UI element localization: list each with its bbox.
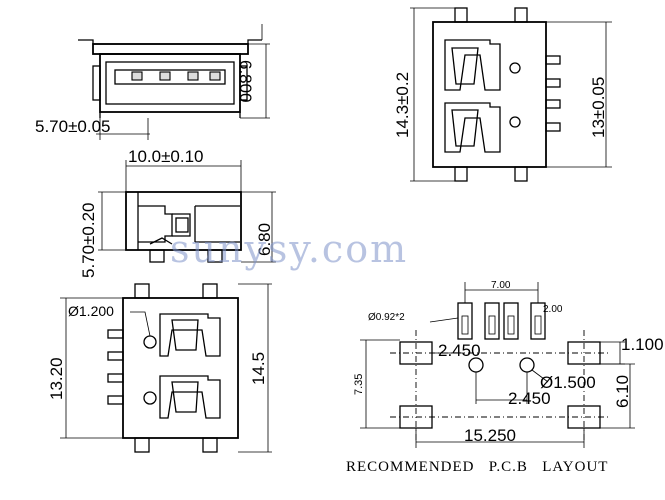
pcb-hole-label: Ø1.500	[540, 373, 596, 392]
top-right-outer-label: 14.3±0.2	[393, 72, 412, 138]
front-view	[78, 24, 270, 140]
top-right-view	[410, 7, 612, 182]
pcb-pitch-label: 7.00	[491, 280, 511, 291]
front-width-label: 5.70±0.05	[35, 117, 111, 136]
pcb-layout	[360, 282, 635, 448]
pcb-pin-width-label: 2.00	[543, 304, 563, 315]
bottom-hole-label: Ø1.200	[68, 303, 114, 319]
pcb-pad-height-label: 1.100	[621, 335, 664, 354]
side-right-height-label: 6.80	[255, 223, 274, 256]
pcb-width-label: 15.250	[464, 426, 516, 445]
bottom-left-label: 13.20	[47, 357, 66, 400]
bottom-view	[60, 283, 272, 453]
side-length-label: 10.0±0.10	[128, 147, 204, 166]
pcb-hole-offset-label: 2.450	[508, 389, 551, 408]
pcb-pin-offset-label: 2.450	[438, 341, 481, 360]
side-left-height-label: 5.70±0.20	[79, 202, 98, 278]
pcb-pin-hole-label: Ø0.92*2	[368, 312, 405, 323]
pcb-caption: RECOMMENDED P.C.B LAYOUT	[346, 459, 608, 475]
pcb-height-right-label: 6.10	[613, 375, 632, 408]
side-view	[98, 160, 276, 263]
top-right-inner-label: 13±0.05	[589, 77, 608, 138]
pcb-height-left-label: 7.35	[353, 374, 365, 395]
watermark: sunysy.com	[170, 227, 408, 271]
front-height-label: 6.800	[236, 60, 255, 103]
bottom-right-label: 14.5	[249, 352, 268, 385]
